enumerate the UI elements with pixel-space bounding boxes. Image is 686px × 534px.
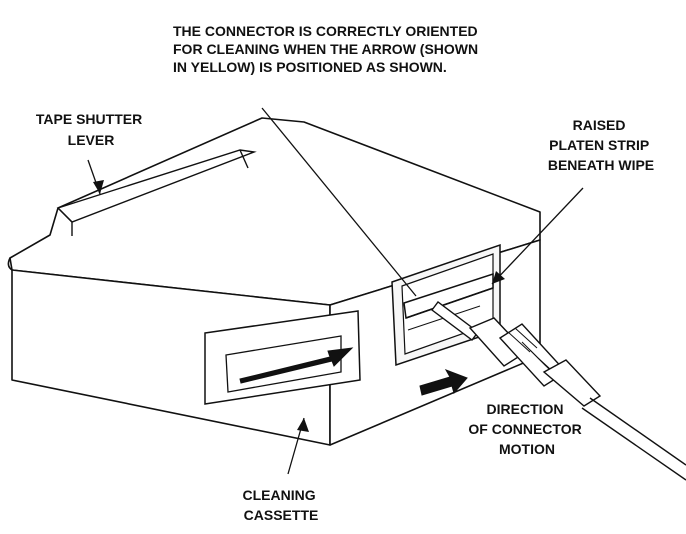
orientation-note: THE CONNECTOR IS CORRECTLY ORIENTED FOR … [173,23,482,75]
platen-strip-label: RAISED PLATEN STRIP BENEATH WIPE [548,117,654,173]
direction-label-line-2: OF CONNECTOR [468,421,581,437]
leader-arrowheads [93,180,505,432]
orientation-note-line-2: FOR CLEANING WHEN THE ARROW (SHOWN [173,41,478,57]
direction-label: DIRECTION OF CONNECTOR MOTION [468,401,585,457]
platen-arrowhead [492,271,505,284]
platen-leader-line [491,187,584,285]
cassette-label-line-1: CLEANING [242,487,315,503]
cassette-label: CLEANING CASSETTE [242,487,319,523]
cassette-arrowhead [297,418,309,432]
tape-shutter-label-line-1: TAPE SHUTTER [36,111,142,127]
cassette-label-line-2: CASSETTE [244,507,319,523]
orientation-arrow [239,347,354,384]
shutter-arrowhead [93,180,104,194]
orientation-leader-line [261,107,417,297]
direction-label-line-3: MOTION [499,441,555,457]
direction-arrow [419,369,468,396]
direction-label-line-1: DIRECTION [487,401,564,417]
orientation-note-line-3: IN YELLOW) IS POSITIONED AS SHOWN. [173,59,447,75]
platen-strip-label-line-3: BENEATH WIPE [548,157,654,173]
cassette-window [204,310,361,405]
platen-strip-label-line-2: PLATEN STRIP [549,137,649,153]
tape-shutter-label: TAPE SHUTTER LEVER [36,111,146,148]
tape-shutter-lever [56,149,257,236]
tape-shutter-label-line-2: LEVER [68,132,115,148]
orientation-note-line-1: THE CONNECTOR IS CORRECTLY ORIENTED [173,23,478,39]
cassette-corner-edge [7,257,13,271]
fiber-connector [431,301,686,481]
platen-strip-label-line-1: RAISED [573,117,626,133]
